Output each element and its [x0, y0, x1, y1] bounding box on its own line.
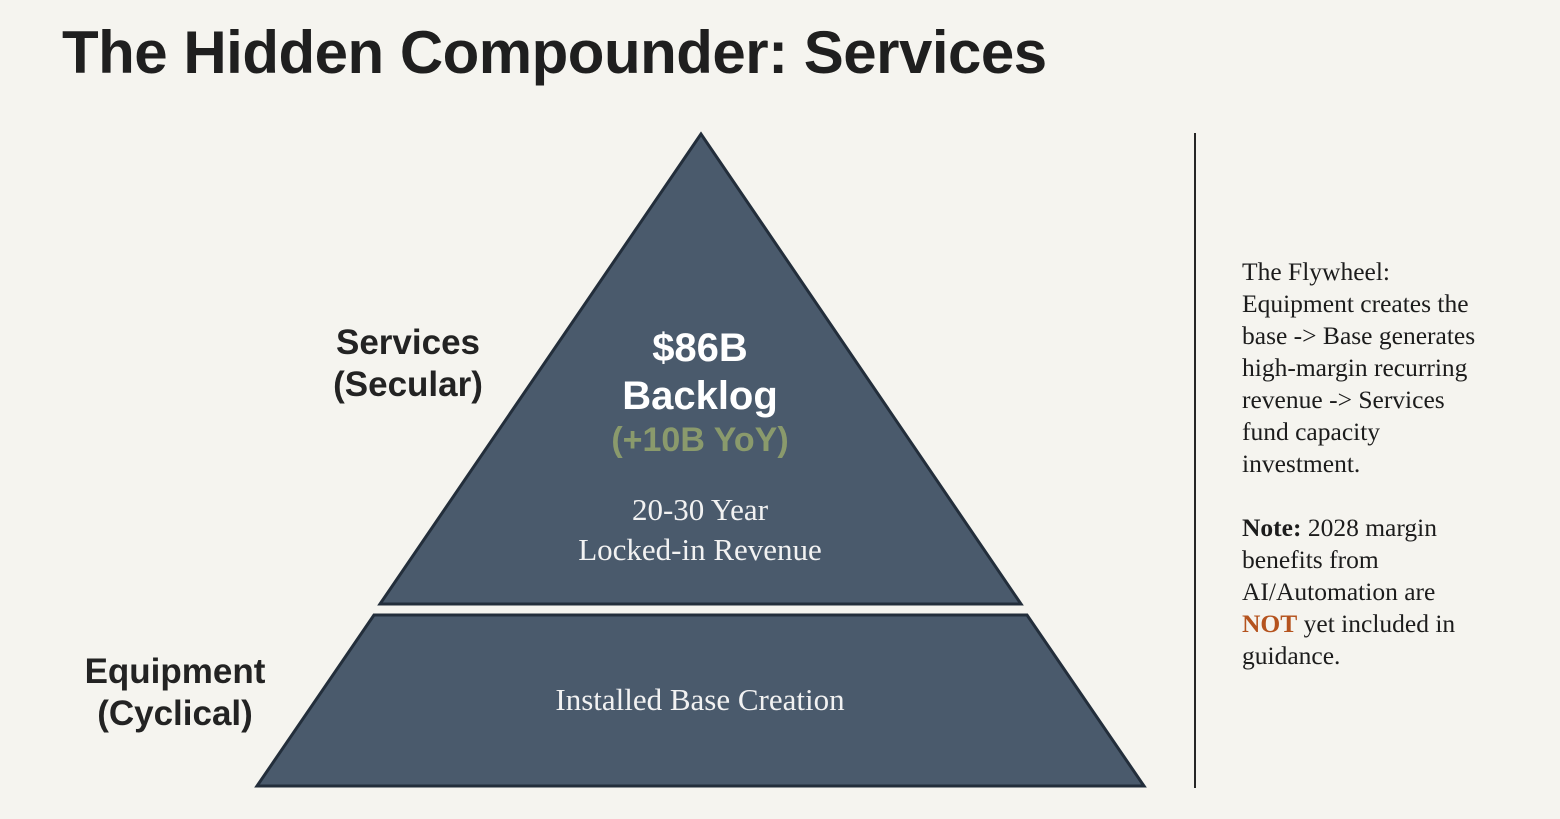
note-line4-rest: yet included in: [1297, 609, 1456, 638]
equipment-label-line1: Equipment: [84, 652, 266, 691]
note-line3: AI/Automation are: [1242, 577, 1436, 606]
backlog-amount: $86B: [652, 326, 748, 370]
flywheel-line: investment.: [1242, 449, 1361, 478]
flywheel-line: fund capacity: [1242, 417, 1381, 446]
flywheel-line: base -> Base generates: [1242, 321, 1476, 350]
equipment-tier-label: Equipment (Cyclical): [70, 651, 280, 735]
backlog-label: Backlog: [622, 374, 778, 418]
services-tier-label: Services (Secular): [318, 322, 498, 406]
note-line5: guidance.: [1242, 641, 1341, 670]
note-line1-rest: 2028 margin: [1301, 513, 1437, 542]
pyramid-top-tier: [377, 131, 1024, 606]
note-line2: benefits from: [1242, 545, 1379, 574]
pyramid-bottom-tier: [254, 613, 1147, 788]
flywheel-line: The Flywheel:: [1242, 257, 1391, 286]
note-emphasis: NOT: [1242, 609, 1298, 638]
services-label-line2: (Secular): [333, 365, 483, 404]
page-title: The Hidden Compounder: Services: [62, 19, 1047, 86]
services-description-line1: 20-30 Year: [631, 492, 769, 527]
equipment-description: Installed Base Creation: [555, 682, 845, 717]
flywheel-line: high-margin recurring: [1242, 353, 1468, 382]
note-line4: NOT yet included in: [1242, 608, 1542, 640]
services-label-line1: Services: [335, 323, 481, 362]
flywheel-line: Equipment creates the: [1242, 289, 1469, 318]
services-description-line2: Locked-in Revenue: [578, 532, 822, 567]
flywheel-line: revenue -> Services: [1242, 385, 1445, 414]
side-notes: The Flywheel: Equipment creates the base…: [1242, 256, 1542, 672]
note-label: Note:: [1242, 513, 1302, 542]
note-line1: Note: 2028 margin: [1242, 512, 1542, 544]
backlog-growth: (+10B YoY): [611, 421, 789, 459]
notes-spacer: [1242, 480, 1542, 512]
equipment-label-line2: (Cyclical): [97, 694, 253, 733]
vertical-divider: [1194, 133, 1196, 788]
